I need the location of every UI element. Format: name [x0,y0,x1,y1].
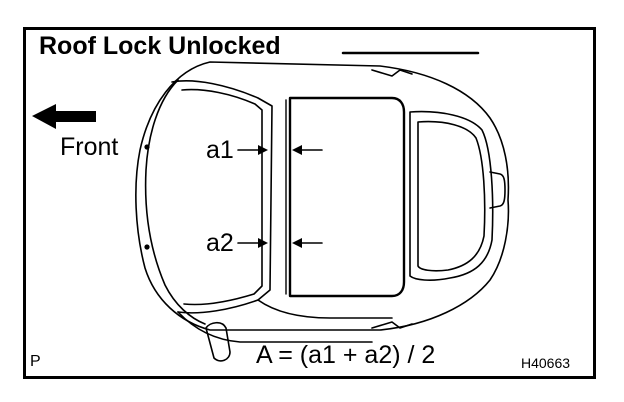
bolt-lower [144,244,150,250]
figure-code: H40663 [521,355,571,371]
diagram-title: Roof Lock Unlocked [39,32,281,60]
lower-body-edge-2 [257,299,393,319]
rear-window [409,110,494,281]
figure-frame [23,27,596,379]
hood-outline [144,79,206,325]
front-arrow-icon [32,104,96,129]
measurement-a1-label: a1 [206,136,234,164]
car-body-outline [135,61,510,331]
rear-bumper [489,171,506,209]
corner-mark: P [30,353,41,370]
windshield-frame [171,80,273,314]
a1-left-arrowhead [258,145,268,155]
front-direction-label: Front [60,133,119,161]
rear-window-inner [417,120,486,272]
lower-body-edge [177,311,373,343]
side-mirror [205,321,231,362]
a2-left-arrowhead [258,238,268,248]
a1-right-arrowhead [292,145,302,155]
roof-panel [288,96,406,298]
rear-top-line [371,69,413,77]
measurement-a2-label: a2 [206,229,234,257]
average-formula: A = (a1 + a2) / 2 [256,341,436,369]
bolt-upper [144,144,150,150]
rear-bottom-line [371,321,413,329]
a2-right-arrowhead [292,238,302,248]
windshield-inner [181,88,263,306]
